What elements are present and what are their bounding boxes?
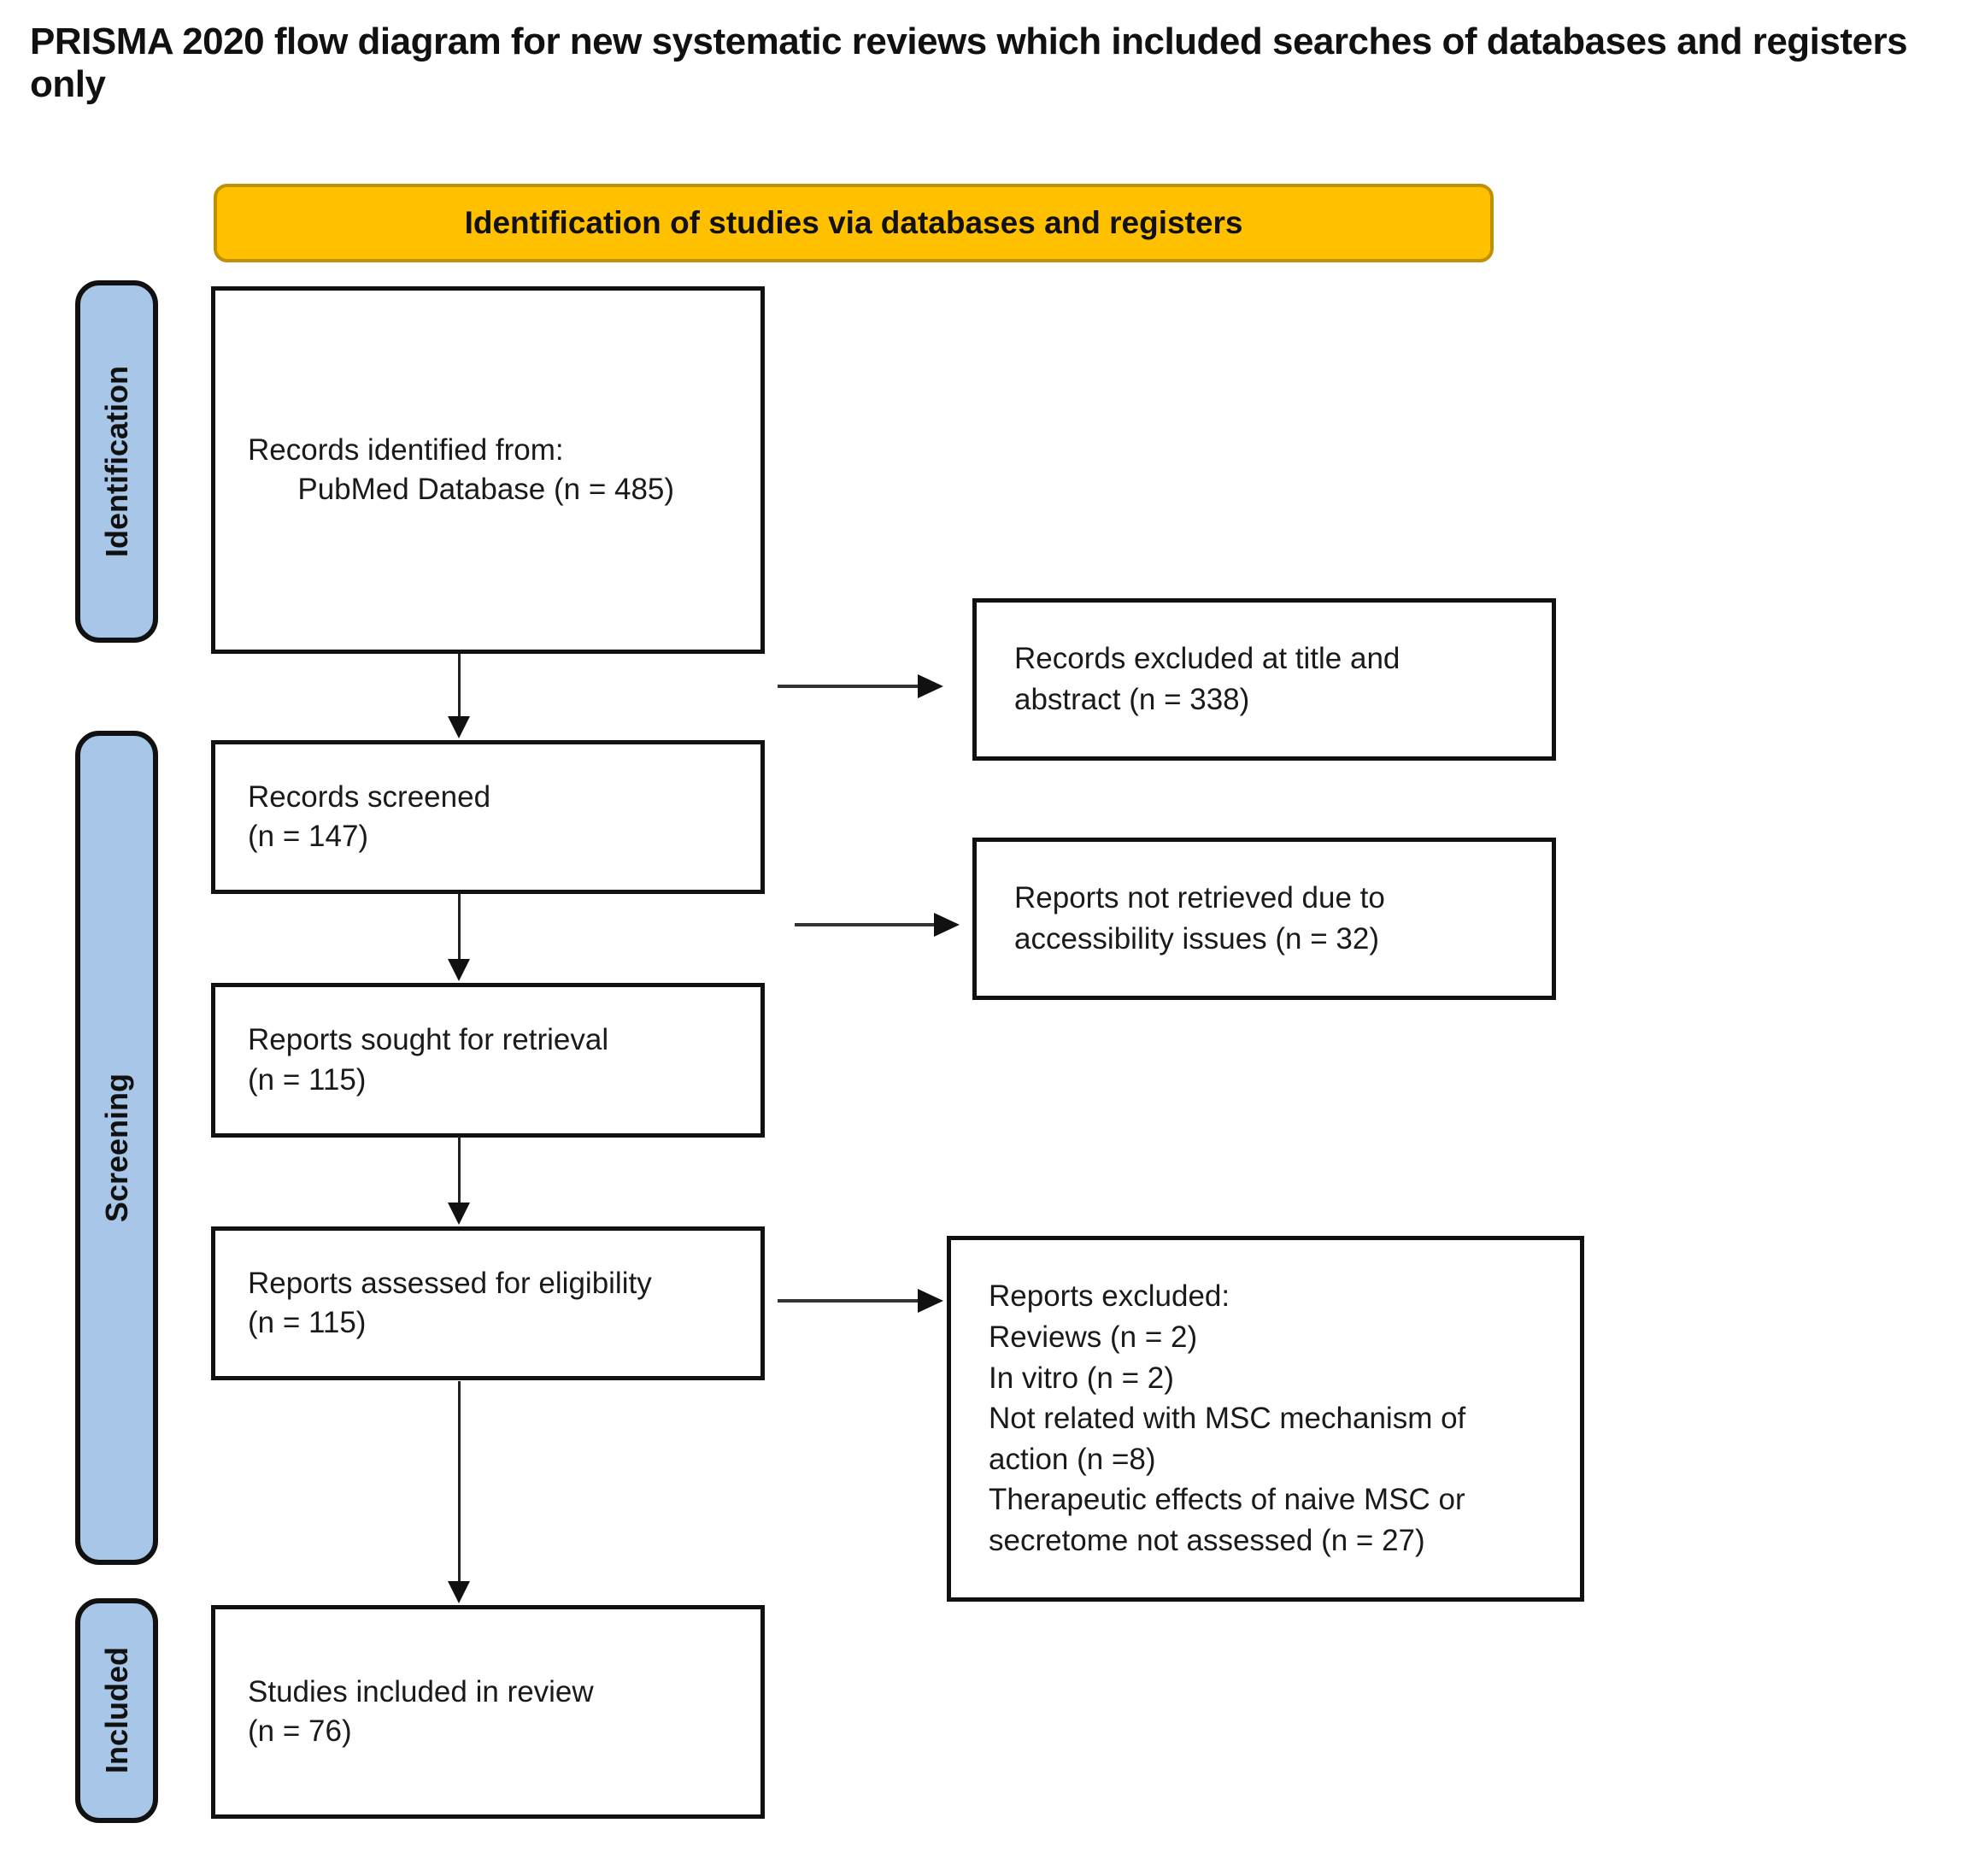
flow-box-records-identified-text: Records identified from: PubMed Database… [248, 432, 675, 506]
flow-box-reports-sought: Reports sought for retrieval (n = 115) [211, 983, 765, 1138]
flow-box-records-screened: Records screened (n = 147) [211, 740, 765, 894]
side-box-reports-excluded-text: Reports excluded: Reviews (n = 2) In vit… [989, 1279, 1466, 1557]
side-box-reports-not-retrieved: Reports not retrieved due to accessibili… [972, 838, 1556, 1000]
flow-box-reports-assessed-text: Reports assessed for eligibility (n = 11… [248, 1266, 652, 1339]
arrow-right-to-records-excluded [778, 674, 943, 698]
side-box-reports-excluded: Reports excluded: Reviews (n = 2) In vit… [947, 1236, 1584, 1602]
flow-box-reports-assessed: Reports assessed for eligibility (n = 11… [211, 1226, 765, 1380]
arrow-down-identified-to-screened [448, 654, 470, 738]
arrow-down-screened-to-sought [448, 894, 470, 981]
side-box-records-excluded-text: Records excluded at title and abstract (… [1014, 642, 1400, 716]
flow-box-records-identified: Records identified from: PubMed Database… [211, 286, 765, 654]
arrow-down-assessed-to-included [448, 1381, 470, 1603]
identification-banner: Identification of studies via databases … [214, 184, 1494, 262]
arrow-right-to-reports-not-retrieved [795, 913, 960, 937]
stage-identification-label: Identification [98, 366, 134, 557]
page-title: PRISMA 2020 flow diagram for new systema… [30, 21, 1908, 105]
flow-box-records-screened-text: Records screened (n = 147) [248, 779, 491, 853]
banner-label: Identification of studies via databases … [464, 205, 1243, 240]
arrow-right-to-reports-excluded [778, 1289, 943, 1313]
flow-box-reports-sought-text: Reports sought for retrieval (n = 115) [248, 1023, 609, 1097]
stage-screening-label: Screening [98, 1073, 134, 1223]
side-box-reports-not-retrieved-text: Reports not retrieved due to accessibili… [1014, 881, 1385, 956]
stage-included-label: Included [98, 1647, 134, 1774]
stage-screening: Screening [75, 731, 158, 1565]
flow-box-studies-included: Studies included in review (n = 76) [211, 1605, 765, 1819]
flow-box-studies-included-text: Studies included in review (n = 76) [248, 1674, 594, 1748]
side-box-records-excluded: Records excluded at title and abstract (… [972, 598, 1556, 761]
stage-identification: Identification [75, 280, 158, 643]
stage-included: Included [75, 1598, 158, 1823]
arrow-down-sought-to-assessed [448, 1137, 470, 1225]
